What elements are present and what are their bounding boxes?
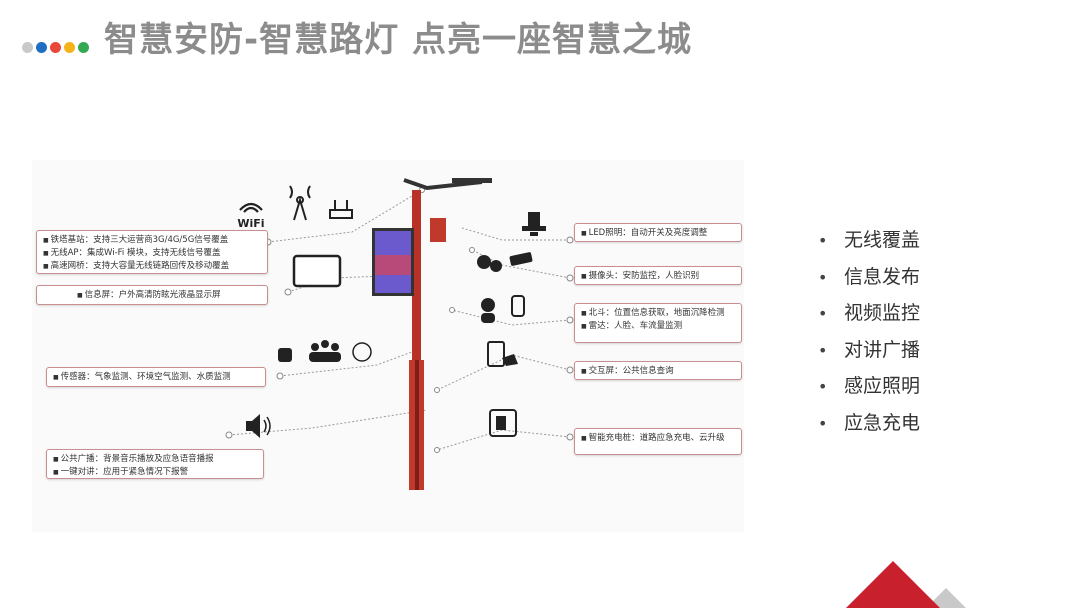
speaker-icon <box>246 414 271 438</box>
info-box-camera: 摄像头：安防监控，人脸识别 <box>574 266 742 285</box>
beidou-radar-icon <box>481 295 525 323</box>
info-box-info-screen: 信息屏：户外高清防眩光液晶显示屏 <box>36 285 268 305</box>
info-box-charging-pile: 智能充电桩：道路应急充电、云升级 <box>574 428 742 455</box>
info-line: 交互屏：公共信息查询 <box>581 365 735 378</box>
info-line: 一键对讲：应用于紧急情况下报警 <box>53 466 257 479</box>
info-box-base-station: 铁塔基站：支持三大运营商3G/4G/5G信号覆盖 无线AP：集成Wi-Fi 模块… <box>36 230 268 274</box>
feature-item: 无线覆盖 <box>818 226 920 263</box>
red-triangle <box>846 561 940 608</box>
info-line: 公共广播：背景音乐播放及应急语音播报 <box>53 453 257 466</box>
interactive-screen-icon <box>487 341 518 367</box>
info-line: 智能充电桩：道路应急充电、云升级 <box>581 432 735 445</box>
led-lamp-icon <box>522 212 546 236</box>
info-line: 铁塔基站：支持三大运营商3G/4G/5G信号覆盖 <box>43 234 261 247</box>
info-line: 摄像头：安防监控，人脸识别 <box>581 270 735 283</box>
info-line: 北斗：位置信息获取，地面沉降检测 <box>581 307 735 320</box>
dot <box>78 42 89 53</box>
feature-item: 感应照明 <box>818 372 920 409</box>
camera-icon <box>477 252 533 272</box>
info-line: 雷达：人脸、车流量监测 <box>581 320 735 333</box>
feature-item: 对讲广播 <box>818 336 920 373</box>
router-icon <box>329 200 353 219</box>
info-line: 无线AP：集成Wi-Fi 模块，支持无线信号覆盖 <box>43 247 261 260</box>
info-box-led-lighting: LED照明：自动开关及亮度调整 <box>574 223 742 242</box>
dot <box>50 42 61 53</box>
title-decoration-dots <box>22 42 89 53</box>
charging-pile-icon <box>489 409 517 437</box>
dot <box>64 42 75 53</box>
feature-item: 视频监控 <box>818 299 920 336</box>
smart-streetlight-diagram: WiFi 铁塔基站：支持三大运营商3G/4G/5G信号覆盖 无线AP：集成Wi-… <box>32 160 744 532</box>
info-box-sensors: 传感器：气象监测、环境空气监测、水质监测 <box>46 367 266 387</box>
info-line: 传感器：气象监测、环境空气监测、水质监测 <box>53 371 259 384</box>
wifi-icon-label: WiFi <box>237 217 265 230</box>
slide-title: 智慧安防-智慧路灯 点亮一座智慧之城 <box>104 20 692 60</box>
info-box-broadcast: 公共广播：背景音乐播放及应急语音播报 一键对讲：应用于紧急情况下报警 <box>46 449 264 479</box>
info-line: 高速网桥：支持大容量无线链路回传及移动覆盖 <box>43 260 261 273</box>
street-pole <box>372 178 492 490</box>
wifi-waves <box>239 202 263 213</box>
dot <box>22 42 33 53</box>
info-box-interactive-screen: 交互屏：公共信息查询 <box>574 361 742 380</box>
dot <box>36 42 47 53</box>
info-line: 信息屏：户外高清防眩光液晶显示屏 <box>77 289 261 302</box>
wifi-icon: WiFi <box>234 198 268 229</box>
sensor-icons <box>278 340 372 362</box>
gray-triangle <box>926 588 966 608</box>
feature-list: 无线覆盖 信息发布 视频监控 对讲广播 感应照明 应急充电 <box>818 226 920 446</box>
info-box-beidou-radar: 北斗：位置信息获取，地面沉降检测 雷达：人脸、车流量监测 <box>574 303 742 343</box>
signal-tower-icon <box>289 185 311 221</box>
tablet-icon <box>292 254 342 288</box>
info-line: LED照明：自动开关及亮度调整 <box>581 227 735 240</box>
feature-item: 信息发布 <box>818 263 920 300</box>
diagram-connectors <box>225 178 574 490</box>
feature-item: 应急充电 <box>818 409 920 446</box>
